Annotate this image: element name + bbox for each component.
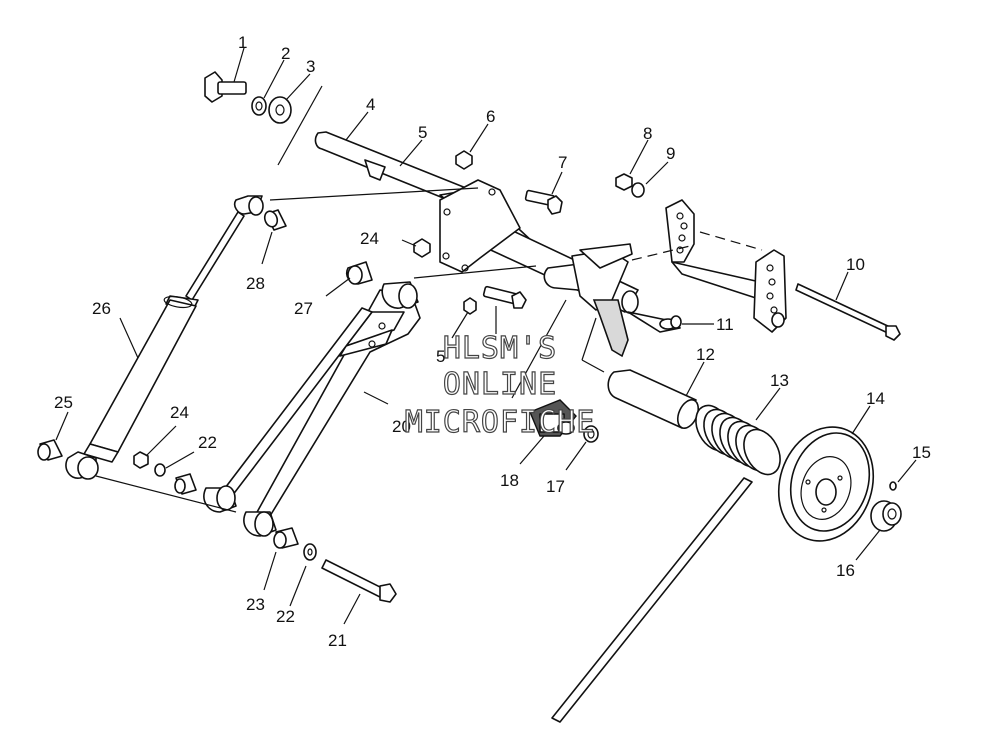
callout-7: 7	[558, 153, 567, 172]
watermark-line-1: HLSM'S	[443, 331, 557, 366]
part-24-nut	[413, 238, 431, 258]
part-12-tube	[607, 369, 700, 429]
part-small-sleeve	[174, 473, 197, 495]
guide-line	[581, 359, 605, 373]
callout-labels: 1 2 3 4 5 6 7 8 9 10 11 12 13 14 15 16 1…	[54, 33, 931, 650]
part-15-pin	[889, 481, 897, 491]
part-3-washer	[268, 96, 292, 124]
guide-line	[277, 85, 323, 166]
part-8-nut	[615, 173, 633, 191]
callout-9: 9	[666, 144, 675, 163]
callout-24-lower: 24	[170, 403, 189, 422]
callout-15: 15	[912, 443, 931, 462]
leader-lines	[55, 47, 917, 625]
mounting-plate	[439, 179, 521, 273]
part-28-bushing	[263, 209, 287, 231]
rail-bracket	[665, 199, 787, 333]
part-17-washer	[583, 425, 599, 443]
callout-27: 27	[294, 299, 313, 318]
guide-line	[413, 265, 537, 279]
part-center-bolt	[482, 285, 527, 309]
callout-23: 23	[246, 595, 265, 614]
callout-6: 6	[486, 107, 495, 126]
part-small-nut	[463, 297, 477, 315]
part-16-collar	[870, 500, 902, 532]
callout-4: 4	[366, 95, 375, 114]
part-10-rod	[795, 283, 901, 341]
part-20-rear-arm	[221, 281, 421, 517]
watermark-line-3: MICROFICHE	[405, 405, 596, 440]
callout-24-upper: 24	[360, 229, 379, 248]
callout-20: 20	[392, 417, 411, 436]
callout-18: 18	[500, 471, 519, 490]
part-2-washer	[251, 96, 267, 116]
part-25-sleeve	[37, 439, 63, 461]
guide-line	[581, 317, 597, 361]
callout-28: 28	[246, 274, 265, 293]
part-14-idler-wheel	[777, 426, 875, 542]
part-22-washer-lower	[303, 543, 317, 561]
callout-3: 3	[306, 57, 315, 76]
callout-5: 5	[418, 123, 427, 142]
callout-12: 12	[696, 345, 715, 364]
callout-10: 10	[846, 255, 865, 274]
guide-line	[269, 187, 479, 201]
part-1-bolt	[204, 71, 247, 103]
callout-1: 1	[238, 33, 247, 52]
callout-5-lower: 5	[436, 347, 445, 366]
callout-25: 25	[54, 393, 73, 412]
callout-11: 11	[716, 315, 734, 334]
guide-line	[631, 245, 691, 261]
part-26-shock-absorber	[83, 195, 264, 463]
part-13-spring	[551, 404, 781, 723]
callout-17: 17	[546, 477, 565, 496]
part-9-washer	[631, 182, 645, 198]
part-21-bolt	[321, 559, 397, 603]
part-18-block	[529, 399, 577, 437]
watermark: HLSM'S ONLINE MICROFICHE	[404, 330, 596, 440]
guide-line	[95, 475, 237, 513]
part-22-washer	[154, 463, 166, 477]
callout-2: 2	[281, 44, 290, 63]
rear-arm-lower-eye-right	[243, 511, 277, 537]
callout-26: 26	[92, 299, 111, 318]
callout-13: 13	[770, 371, 789, 390]
part-27-sleeve	[345, 261, 373, 285]
part-24-nut-lower	[133, 451, 149, 469]
callout-14: 14	[866, 389, 885, 408]
callout-16: 16	[836, 561, 855, 580]
part-23-sleeve	[273, 527, 299, 549]
part-7-bolt	[524, 189, 563, 215]
callout-22-upper: 22	[198, 433, 217, 452]
watermark-line-2: ONLINE	[443, 367, 557, 402]
part-11-bushing	[670, 315, 682, 329]
pivot-tube	[543, 243, 633, 358]
shock-lower-eye	[65, 451, 99, 480]
callout-8: 8	[643, 124, 652, 143]
part-6-nut	[455, 150, 473, 170]
callout-22-lower: 22	[276, 607, 295, 626]
callout-21: 21	[328, 631, 347, 650]
